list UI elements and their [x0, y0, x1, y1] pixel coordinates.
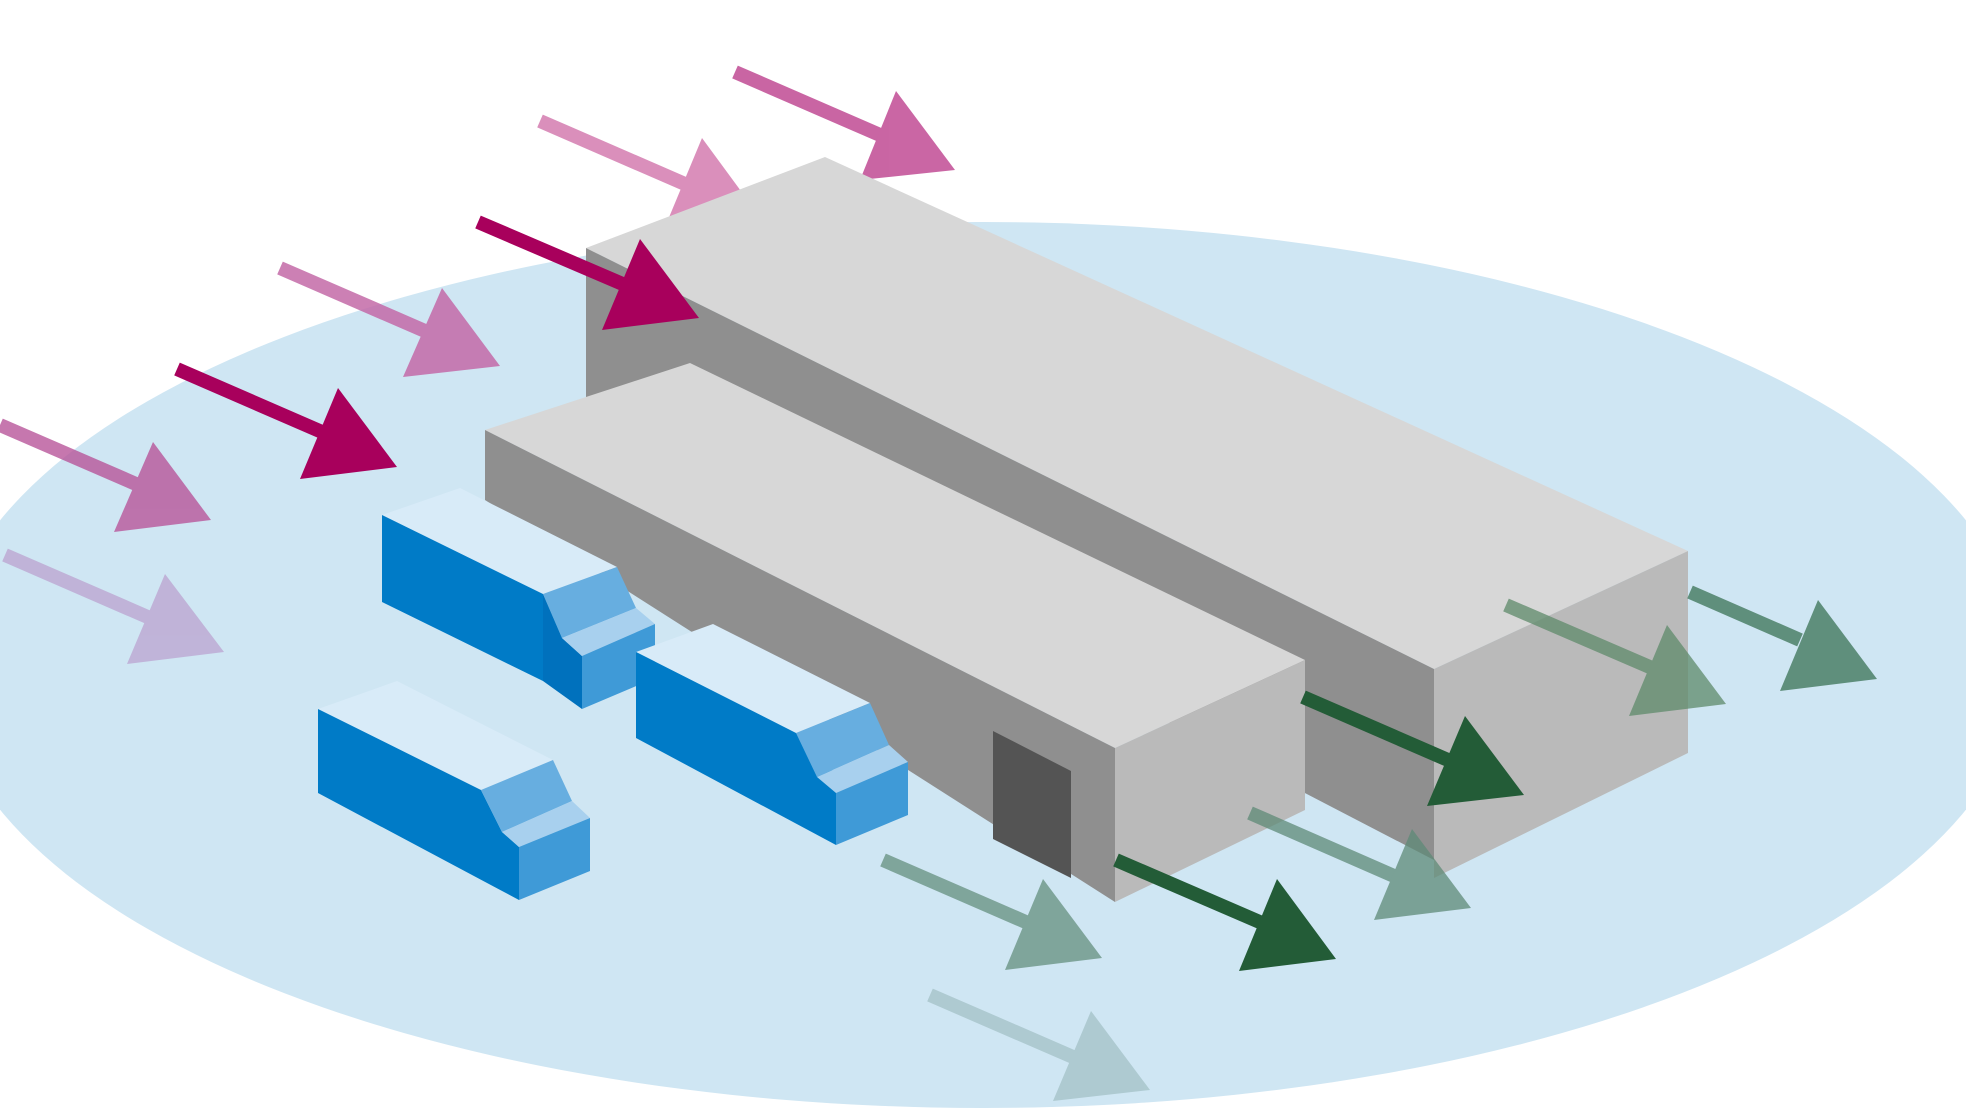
warehouse-front-block [485, 363, 1305, 902]
outbound-arrow-icon [1687, 585, 1877, 691]
truck-icon [636, 624, 908, 845]
inbound-arrow-icon [732, 65, 955, 180]
back-roof [586, 157, 1688, 669]
loading-door [993, 731, 1071, 878]
inbound-arrow-icon [475, 215, 699, 330]
inbound-arrow-icon [0, 418, 211, 532]
front-wall-left [485, 430, 1115, 902]
inbound-arrow-icon [174, 362, 397, 479]
outbound-arrow-icon [1300, 690, 1524, 806]
front-roof [485, 363, 1305, 748]
outbound-arrow-icon [927, 988, 1150, 1101]
outbound-arrow-icon [1503, 598, 1726, 716]
outbound-arrow-icon [1113, 853, 1336, 971]
truck-icon [318, 681, 590, 900]
front-wall-end [1115, 660, 1305, 902]
outbound-arrow-icon [1247, 806, 1471, 920]
outbound-arrow-icon [880, 853, 1102, 970]
truck-icon [382, 488, 655, 709]
inbound-arrow-icon [277, 261, 500, 377]
inbound-arrow-icon [2, 548, 224, 664]
